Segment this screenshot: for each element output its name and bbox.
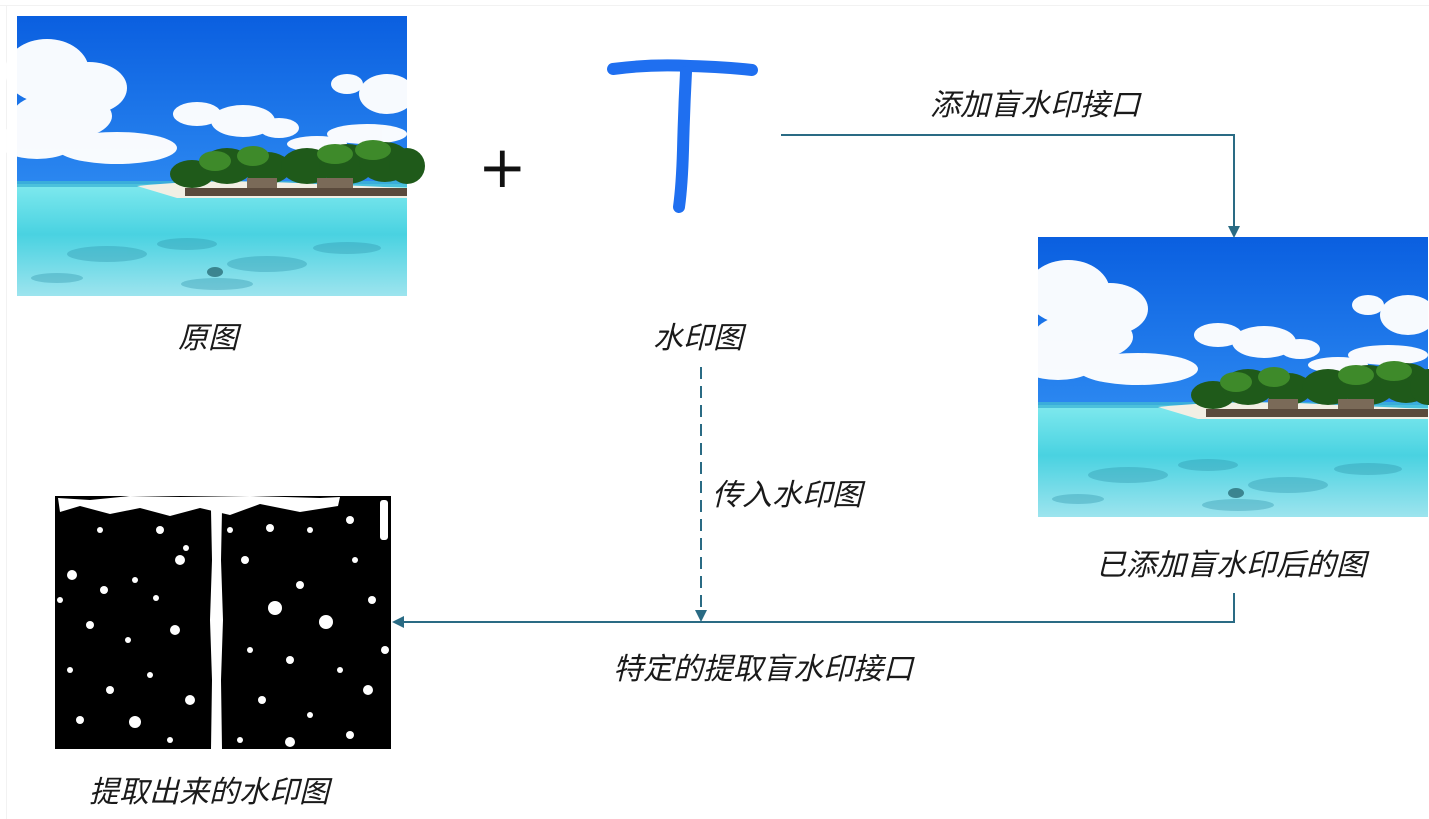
watermark-t-image (607, 59, 758, 213)
original-label: 原图 (178, 321, 238, 356)
watermarked-image (1018, 237, 1429, 517)
extracted-label: 提取出来的水印图 (89, 775, 329, 810)
add-watermark-arrow (781, 134, 1240, 238)
watermarked-label: 已添加盲水印后的图 (1096, 548, 1366, 583)
watermark-label: 水印图 (653, 321, 743, 356)
left-divider (6, 5, 7, 819)
pass-watermark-dashed-arrow (695, 367, 707, 622)
extract-arrow (392, 593, 1235, 628)
extract-interface-label: 特定的提取盲水印接口 (613, 652, 913, 687)
plus-operator: + (478, 133, 527, 201)
top-divider (0, 5, 1429, 6)
add-interface-label: 添加盲水印接口 (930, 88, 1140, 123)
pass-watermark-label: 传入水印图 (712, 478, 862, 513)
extracted-watermark-image (55, 496, 391, 749)
original-image (0, 16, 425, 296)
